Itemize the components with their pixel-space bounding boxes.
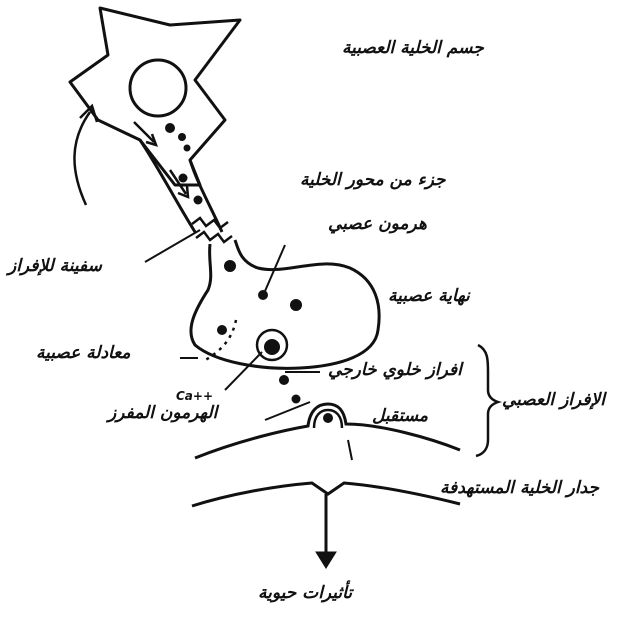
label-nerve-ending: نهاية عصبية (388, 288, 470, 305)
curved-arrow (74, 112, 90, 205)
axon-cut-mark-2 (196, 232, 232, 242)
bracket (476, 345, 498, 456)
membrane-tick (348, 440, 352, 460)
label-secretion-vesicle: سفينة للإفراز (8, 258, 102, 275)
label-receptor: مستقبل (372, 408, 428, 425)
label-exocytosis: افراز خلوي خارجي (328, 362, 462, 379)
effects-arrow-head (316, 552, 336, 568)
leader-secretion-vesicle (145, 230, 200, 262)
vesicle-granule (264, 339, 280, 355)
label-secreted-hormone: الهرمون المفرز (108, 405, 217, 422)
leader-neurohormone (262, 245, 285, 298)
neuron-cell-body (70, 8, 240, 185)
label-cell-body: جسم الخلية العصبية (342, 40, 484, 57)
bound-hormone (323, 413, 333, 423)
axon-cut-mark (192, 218, 228, 228)
leader-secreted-hormone (225, 352, 262, 390)
label-vital-effects: تأثيرات حيوية (258, 585, 352, 602)
nucleus (130, 60, 186, 116)
label-axon: جزء من محور الخلية (300, 172, 446, 189)
label-neural-equivalent: معادلة عصبية (36, 345, 131, 362)
leader-receptor (265, 402, 310, 420)
label-ca: Ca++ (176, 390, 213, 402)
label-target-cell-wall: جدار الخلية المستهدفة (440, 480, 599, 497)
label-neurohormone: هرمون عصبي (328, 216, 427, 233)
label-neural-secretion: الإفراز العصبي (502, 392, 605, 409)
